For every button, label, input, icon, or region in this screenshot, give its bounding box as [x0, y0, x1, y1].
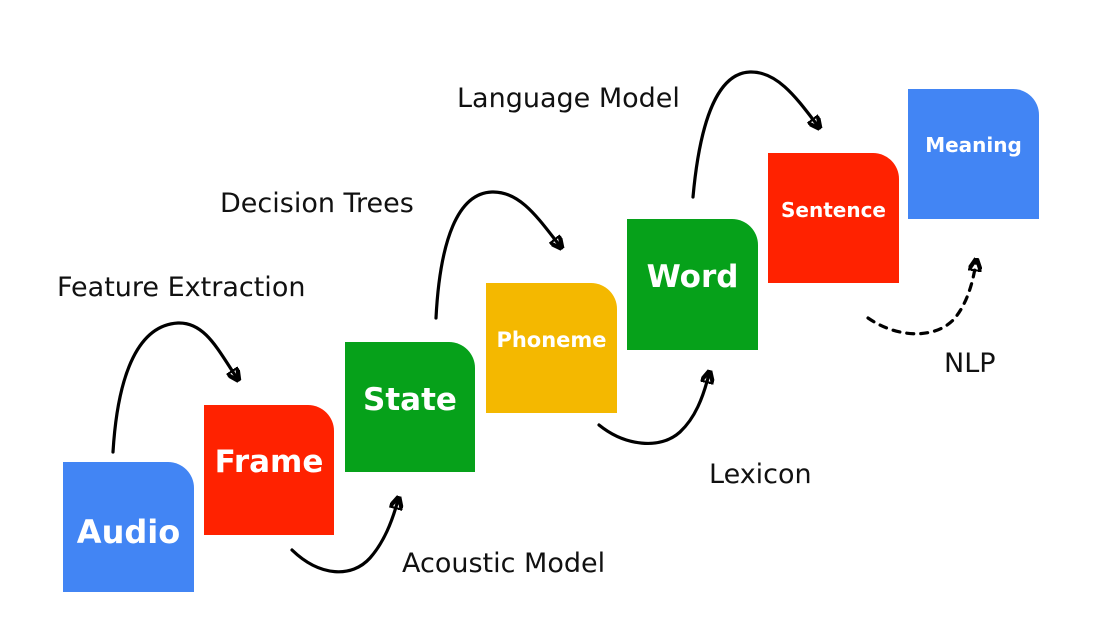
language-model-label: Language Model — [457, 83, 680, 114]
feature-extraction-label: Feature Extraction — [57, 272, 306, 303]
nlp-label: NLP — [944, 348, 996, 379]
word-label: Word — [646, 258, 739, 295]
frame-label: Frame — [214, 444, 324, 480]
meaning-label: Meaning — [925, 132, 1022, 157]
audio-label: Audio — [76, 513, 181, 551]
decision-trees-label: Decision Trees — [220, 188, 414, 219]
audio-box: Audio — [63, 462, 194, 592]
state-label: State — [363, 382, 457, 418]
state-box: State — [345, 342, 475, 472]
word-box: Word — [627, 219, 758, 350]
phoneme-label: Phoneme — [496, 328, 607, 352]
frame-box: Frame — [204, 405, 334, 535]
meaning-box: Meaning — [908, 89, 1039, 219]
sentence-box: Sentence — [768, 153, 899, 283]
phoneme-box: Phoneme — [486, 283, 617, 413]
lexicon-label: Lexicon — [709, 459, 812, 490]
sentence-label: Sentence — [781, 198, 886, 222]
acoustic-model-label: Acoustic Model — [402, 548, 606, 579]
